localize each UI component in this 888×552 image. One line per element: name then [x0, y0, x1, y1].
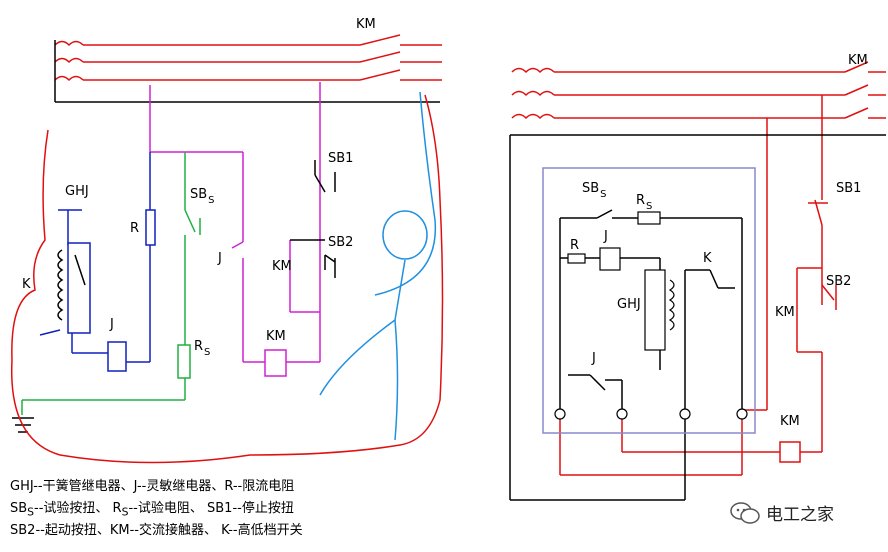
left-rs-resistor	[177, 344, 191, 379]
left-r-label: R	[130, 221, 139, 236]
left-r-resistor	[145, 209, 156, 246]
left-blue-circuit	[39, 152, 151, 363]
right-three-phase-lines	[511, 61, 886, 476]
watermark-text: 电工之家	[766, 505, 834, 525]
right-sb1-label: SB1	[836, 181, 861, 196]
left-km-contact-label: KM	[272, 259, 292, 274]
left-rs-label: RS	[194, 339, 210, 358]
left-ghj-relay	[67, 242, 91, 334]
right-j-coil	[599, 247, 621, 271]
right-sbs-label: SBS	[582, 181, 607, 200]
left-ghj-coil	[57, 249, 64, 321]
right-km-label: KM	[848, 53, 868, 68]
left-km-coil-label: KM	[266, 329, 286, 344]
left-km-label: KM	[356, 17, 376, 32]
left-three-phase-lines	[54, 34, 442, 102]
wechat-icon	[730, 501, 760, 524]
right-rs-label: RS	[636, 193, 652, 212]
left-green-circuit	[21, 152, 201, 415]
right-ghj-label: GHJ	[617, 297, 641, 312]
right-ghj-relay	[644, 269, 666, 351]
left-j-coil	[107, 341, 127, 372]
left-control-circuit	[149, 82, 321, 363]
right-diagram: KM SBS RS R J K GHJ J SB1 SB2 KM KM	[509, 53, 886, 501]
right-sb2-label: SB2	[826, 274, 851, 289]
cyan-stick-figure	[319, 91, 437, 441]
right-control-box	[542, 167, 756, 434]
left-k-label: K	[22, 277, 31, 292]
legend-line-1: GHJ--干簧管继电器、J--灵敏继电器、R--限流电阻	[10, 479, 295, 494]
left-j-contact-label: J	[217, 251, 222, 266]
right-r-resistor	[567, 253, 586, 264]
right-r-label: R	[570, 238, 579, 253]
right-j-label: J	[603, 229, 608, 244]
left-sb1-sb2	[290, 160, 336, 278]
left-diagram: KM GHJ R SBS J J K RS SB1 SB2 KM KM	[10, 17, 444, 464]
left-sb1-label: SB1	[328, 151, 353, 166]
right-k-label: K	[703, 251, 712, 266]
left-ghj-label: GHJ	[65, 184, 89, 199]
right-j-contact-label: J	[591, 351, 596, 366]
left-j-coil-label: J	[109, 317, 114, 332]
left-sbs-label: SBS	[190, 187, 215, 206]
legend-line-3: SB2--起动按扭、KM--交流接触器、 K--高低档开关	[10, 523, 303, 538]
left-km-coil	[264, 349, 287, 377]
watermark: 电工之家	[730, 500, 834, 525]
right-black-wiring	[509, 134, 886, 501]
left-red-enclosure	[10, 94, 444, 464]
right-terminals	[554, 408, 748, 420]
left-sb2-label: SB2	[328, 235, 353, 250]
right-km-contact-label: KM	[775, 305, 795, 320]
right-ghj-coil	[668, 279, 675, 331]
right-km-coil	[779, 441, 801, 463]
legend-line-2: SBS--试验按扭、 RS--试验电阻、 SB1--停止按扭	[10, 501, 294, 519]
right-km-coil-label: KM	[780, 414, 800, 429]
right-rs-resistor	[637, 211, 661, 225]
